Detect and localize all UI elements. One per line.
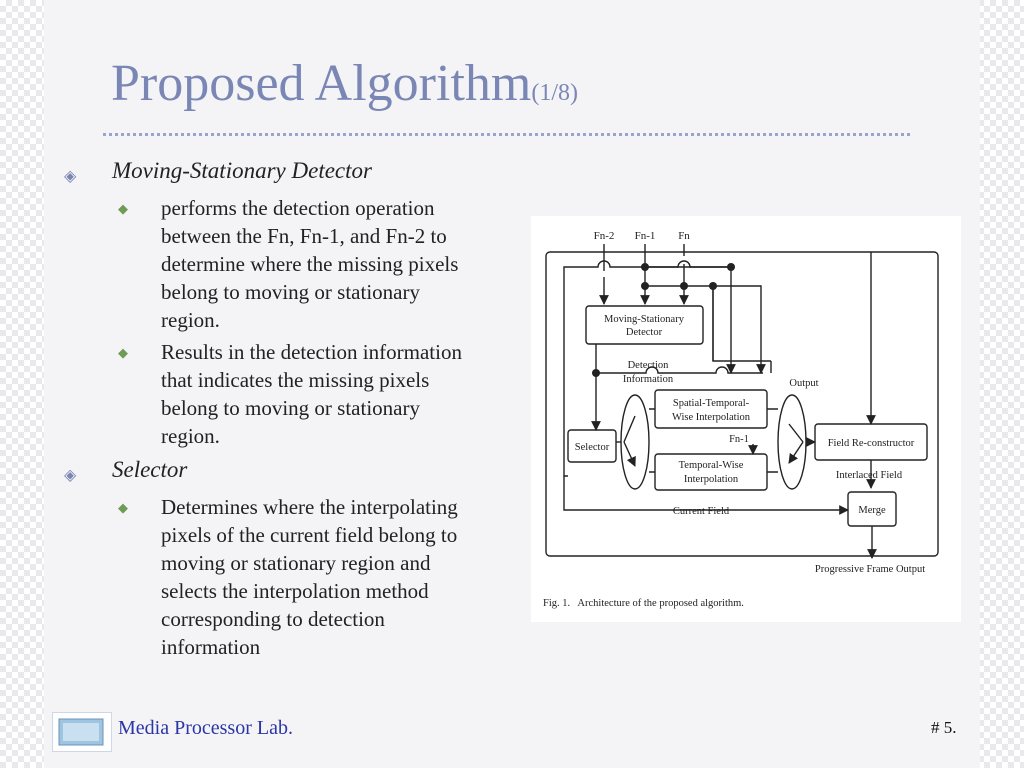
lab-logo [52,712,112,752]
msd-label-line2: Detector [626,327,663,338]
selector-label: Selector [575,442,610,453]
detection-info-label-line2: Information [623,374,674,385]
left-switch-arrows [623,415,635,466]
msd-label-line1: Moving-Stationary [604,314,685,325]
figure-caption: Fig. 1. Architecture of the proposed alg… [543,598,744,609]
current-field-label: Current Field [673,506,730,517]
slide-title-text: Proposed Algorithm [111,55,532,112]
slide-title: Proposed Algorithm(1/8) [111,54,578,113]
detection-info-label-line1: Detection [628,360,670,371]
block-switch-connectors [649,408,778,473]
interlaced-field-label: Interlaced Field [836,470,903,481]
diagram-outer-frame [545,251,939,557]
field-reconstructor-label: Field Re-constructor [828,438,915,449]
page-number: # 5. [931,718,957,737]
slide-title-suffix: (1/8) [531,80,578,106]
right-switch-arrows [789,423,804,463]
input-label-fn: Fn [678,230,690,242]
detection-info-line [596,366,763,374]
fn1-inner-label: Fn-1 [729,434,749,445]
footer-lab-name: Media Processor Lab. [118,717,293,739]
input-label-fn1: Fn-1 [635,230,656,242]
left-switch-ellipse [620,394,650,490]
moving-stationary-detector-block [585,305,704,345]
current-field-line [563,476,849,515]
twi-label-line1: Temporal-Wise [679,460,744,471]
fn-bus-line-2 [712,286,771,362]
fn1-bus-segment [645,260,731,268]
merge-label: Merge [858,505,886,516]
title-divider [103,133,910,136]
fn-bus-line [684,285,766,374]
progressive-output-label: Progressive Frame Output [815,564,925,575]
architecture-figure: Fn-2 Fn-1 Fn Moving- [531,216,961,622]
sti-label-line2: Wise Interpolation [672,412,751,423]
selector-block [567,429,617,463]
twi-label-line2: Interpolation [684,474,739,485]
output-label: Output [789,378,818,389]
architecture-diagram: Fn-2 Fn-1 Fn Moving- [543,230,939,609]
right-switch-ellipse [777,394,807,490]
fn1-bus-line [563,260,731,288]
input-label-fn2: Fn-2 [594,230,615,242]
sti-label-line1: Spatial-Temporal- [673,398,750,409]
